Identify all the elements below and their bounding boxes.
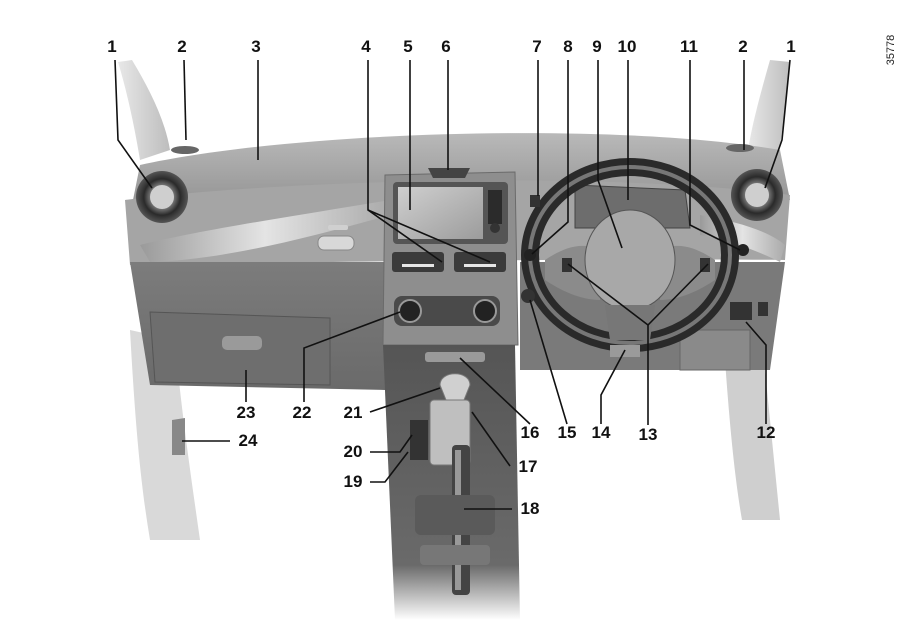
callout-c9: 9 <box>592 37 601 56</box>
leader-lines <box>114 59 791 510</box>
leader-line-c1b <box>764 59 791 189</box>
leader-line-c2a <box>183 59 187 141</box>
callout-c22: 22 <box>293 403 312 422</box>
centre-tunnel <box>383 345 520 620</box>
leader-line-c1a <box>114 59 153 189</box>
callout-c21: 21 <box>344 403 363 422</box>
callout-c17: 17 <box>519 457 538 476</box>
leader-line-c22 <box>303 311 401 402</box>
callout-c2b: 2 <box>738 37 747 56</box>
callout-c24: 24 <box>239 431 258 450</box>
leader-line-c14 <box>600 349 626 424</box>
callout-c3: 3 <box>251 37 260 56</box>
dashboard-trim <box>140 200 390 262</box>
callout-c10: 10 <box>618 37 637 56</box>
callout-c14: 14 <box>592 423 611 442</box>
leader-line-c13-branch <box>647 263 709 326</box>
leader-line-c4-branch <box>367 209 491 263</box>
callout-c23: 23 <box>237 403 256 422</box>
callout-c16: 16 <box>521 423 540 442</box>
figure-reference: 35778 <box>885 35 897 66</box>
leader-line-c8 <box>531 60 569 255</box>
leader-line-c21 <box>369 387 441 413</box>
air-vents <box>136 144 783 251</box>
leader-line-c19 <box>370 451 409 483</box>
callout-c12: 12 <box>757 423 776 442</box>
callout-c8: 8 <box>563 37 572 56</box>
callout-c11: 11 <box>680 37 698 56</box>
glovebox-handle <box>222 336 262 350</box>
callout-c13: 13 <box>639 425 658 444</box>
knee-panel <box>679 329 751 371</box>
callout-c2a: 2 <box>177 37 186 56</box>
leader-line-c11 <box>689 60 741 251</box>
callout-c20: 20 <box>344 442 363 461</box>
callout-c7: 7 <box>532 37 541 56</box>
callout-c19: 19 <box>344 472 363 491</box>
callout-c5: 5 <box>403 37 412 56</box>
leader-line-c16 <box>459 357 531 425</box>
leader-line-c15 <box>529 299 568 425</box>
leader-line-c9 <box>597 60 623 249</box>
callout-c1a: 1 <box>107 37 116 56</box>
leader-line-c20 <box>370 434 413 453</box>
leader-line-c12 <box>745 321 767 424</box>
callout-c4: 4 <box>361 37 371 56</box>
callout-c1b: 1 <box>786 37 795 56</box>
centre-console <box>382 168 519 346</box>
leader-line-c17 <box>471 411 511 467</box>
callout-c6: 6 <box>441 37 450 56</box>
switches <box>172 195 768 455</box>
callout-c15: 15 <box>558 423 577 442</box>
callout-c18: 18 <box>521 499 540 518</box>
